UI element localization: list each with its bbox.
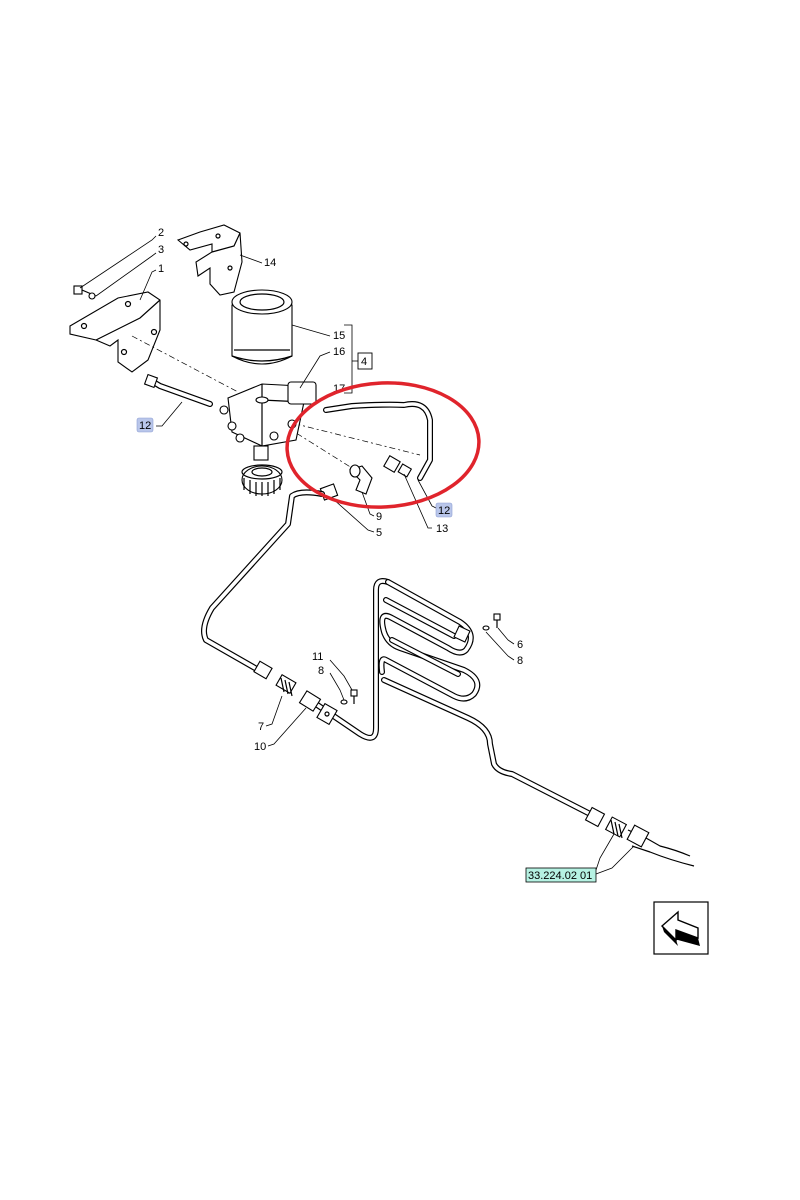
screw-6 [482,613,501,631]
svg-text:33.224.02 01: 33.224.02 01 [528,870,592,882]
callout-1: 1 [158,263,164,275]
washer-3 [88,292,96,300]
reference-badge[interactable]: 33.224.02 01 [525,867,597,883]
callout-box-4 [357,352,373,370]
leader-8a [329,672,345,701]
callout-8a: 8 [318,665,324,677]
leader-9 [361,491,375,517]
assembly-line [284,425,353,469]
bracket-14 [176,224,243,296]
callout-8b: 8 [517,655,523,667]
leader-10 [267,707,307,747]
callout-4: 4 [361,356,367,368]
union-10 [298,690,322,712]
leader-13 [403,473,432,529]
arrow-navigation-icon[interactable] [653,901,709,955]
svg-text:12: 12 [139,420,151,432]
leader-ref-b [595,845,635,875]
elbow-9 [348,464,373,495]
leader-2 [79,235,157,289]
leader-11 [329,659,353,691]
callout-3: 3 [158,244,164,256]
callout-12-right: 12 [435,502,453,518]
svg-text:12: 12 [438,505,450,517]
leader-12b [417,479,437,509]
callout-14: 14 [264,257,276,269]
leader-7 [265,695,283,727]
screw-11 [340,689,358,705]
leader-3 [95,252,157,297]
leader-6 [497,627,515,645]
callout-9: 9 [376,511,382,523]
pipe-to-coil [307,578,391,741]
valve-block [219,381,317,447]
leader-14 [239,254,263,264]
leader-5 [331,497,375,533]
callout-5: 5 [376,527,382,539]
callout-15: 15 [333,330,345,342]
cooling-coil [378,579,601,821]
leader-ref-a [595,833,615,871]
hose-12-left [143,373,213,407]
callout-13: 13 [436,523,448,535]
callout-2: 2 [158,227,164,239]
callout-16: 16 [333,346,345,358]
callout-10: 10 [254,741,266,753]
hose-12-right [323,401,433,481]
leader-16 [299,351,331,389]
highlight-ellipse [285,381,481,509]
leader-1 [139,269,157,301]
main-pipe [201,489,325,675]
leader-12a [156,401,183,427]
fitting-13 [383,455,413,478]
callout-11: 11 [312,651,323,663]
bracket-1 [69,291,161,373]
clamp [316,702,338,726]
dryer-cartridge-15 [231,289,293,365]
bracket-group-4 [344,324,353,394]
callout-6: 6 [517,639,523,651]
silencer [241,445,283,496]
leader-8b [485,631,515,661]
callout-7: 7 [258,721,264,733]
assembly-line [131,335,239,393]
union-7 [253,660,297,697]
outlet-union [584,806,695,867]
callout-12-left: 12 [136,417,154,433]
leader-15 [291,324,331,337]
